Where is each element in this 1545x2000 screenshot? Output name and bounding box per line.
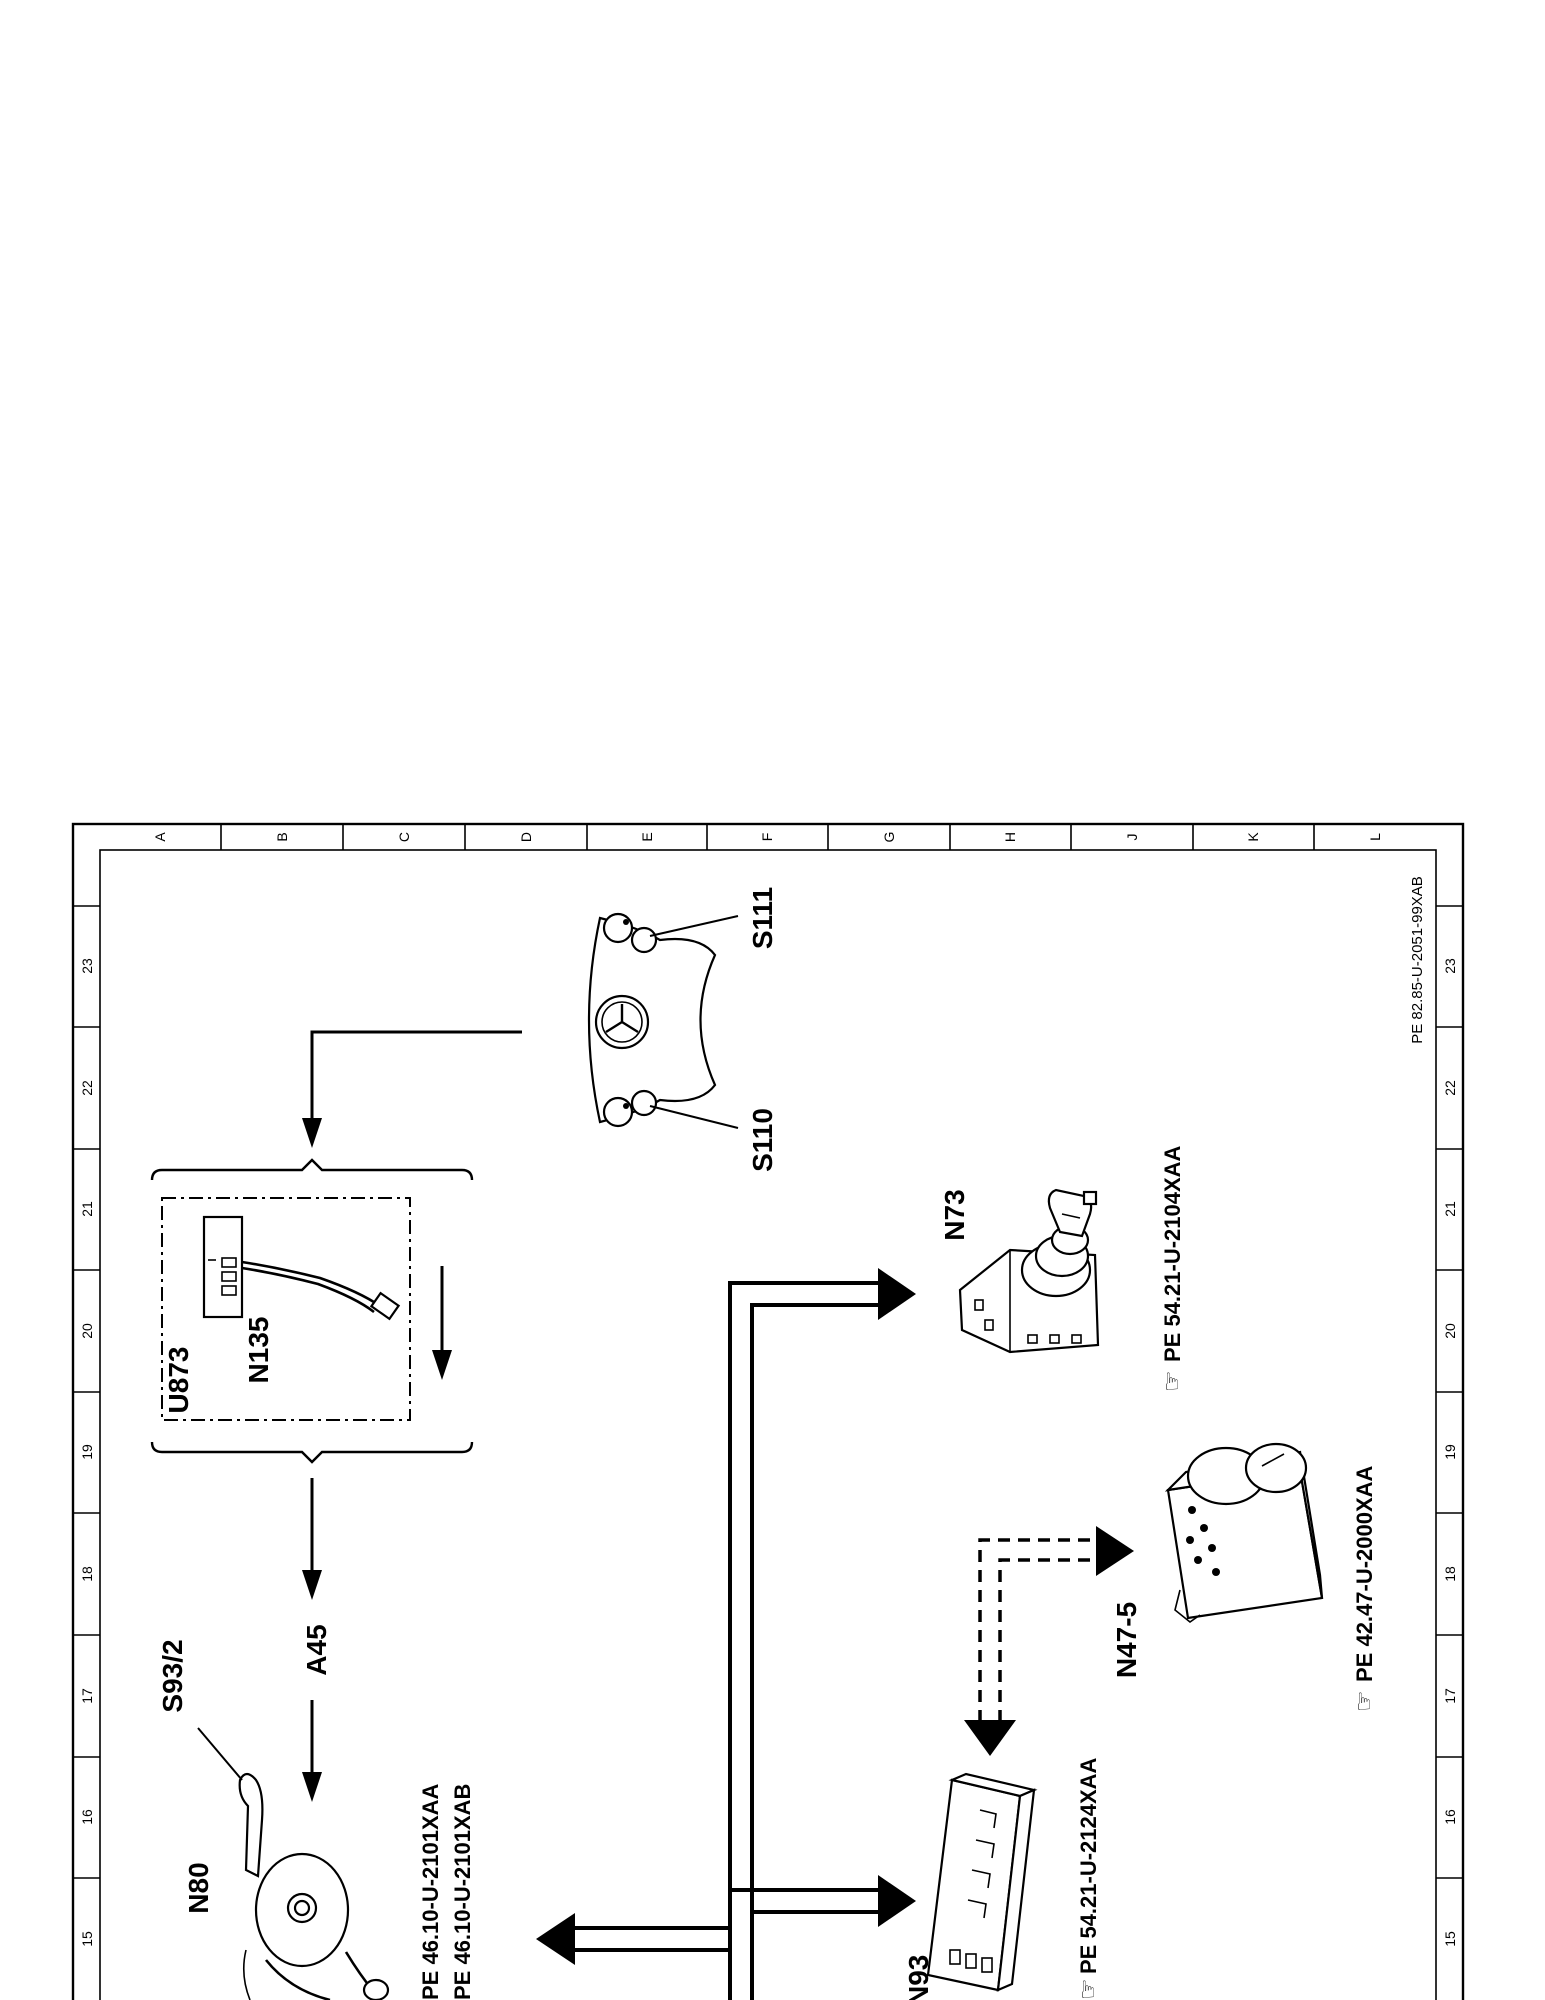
pointing-hand-icon: ☞ bbox=[1159, 1370, 1186, 1392]
label-n80: N80 bbox=[183, 1862, 214, 1913]
arrow-to-n80 bbox=[536, 1913, 575, 1965]
row-number-20-left: 20 bbox=[79, 1323, 95, 1339]
label-n73: N73 bbox=[939, 1189, 970, 1240]
steering-wheel-pad bbox=[587, 912, 739, 1129]
s110-button bbox=[602, 1096, 634, 1128]
arrow-u873-to-a45 bbox=[302, 1478, 322, 1600]
drawing-number: PE 82.85-U-2051-99XAB bbox=[1409, 876, 1426, 1044]
row-number-22-right: 22 bbox=[1442, 1080, 1458, 1096]
arrow-to-n73 bbox=[878, 1268, 916, 1320]
dashed-connection bbox=[964, 1526, 1134, 1756]
row-number-18-right: 18 bbox=[1442, 1566, 1458, 1582]
row-number-16-left: 16 bbox=[79, 1809, 95, 1825]
label-s93-2: S93/2 bbox=[157, 1639, 188, 1712]
row-number-15-right: 15 bbox=[1442, 1931, 1458, 1947]
pointing-hand-icon: ☞ bbox=[1351, 1690, 1378, 1712]
row-number-16-right: 16 bbox=[1442, 1809, 1458, 1825]
s111-button bbox=[602, 912, 634, 944]
label-n93: N93 bbox=[903, 1955, 934, 2000]
ref-n73: PE 54.21-U-2104XAA bbox=[1160, 1145, 1185, 1362]
row-number-21-left: 21 bbox=[79, 1201, 95, 1217]
n47-5-reference: ☞ PE 42.47-U-2000XAA bbox=[1351, 1465, 1378, 1712]
row-number-17-left: 17 bbox=[79, 1688, 95, 1704]
row-number-22-left: 22 bbox=[79, 1080, 95, 1096]
u873-group bbox=[150, 1158, 474, 1464]
drawing-frame: A B C D E F G H J K L 23 22 21 20 19 18 … bbox=[71, 822, 1465, 2000]
pointing-hand-icon: ☞ bbox=[1075, 1978, 1102, 2000]
ref-n80-1: PE 46.10-U-2101XAA bbox=[418, 1783, 443, 2000]
n47-5-esp-unit bbox=[1164, 1442, 1324, 1623]
row-numbers-right: 23 22 21 20 19 18 17 16 15 bbox=[1442, 958, 1458, 1947]
column-letter-h: H bbox=[1002, 832, 1018, 842]
n73-ignition-switch bbox=[958, 1188, 1100, 1354]
arrow-to-n93 bbox=[964, 1720, 1016, 1756]
label-a45: A45 bbox=[301, 1624, 332, 1675]
ref-n93: PE 54.21-U-2124XAA bbox=[1076, 1757, 1101, 1974]
row-number-19-right: 19 bbox=[1442, 1444, 1458, 1460]
column-letter-d: D bbox=[518, 832, 534, 842]
label-n47-5: N47-5 bbox=[1111, 1602, 1142, 1678]
arrow-wheel-to-u873 bbox=[302, 1030, 522, 1148]
column-letter-k: K bbox=[1245, 832, 1261, 842]
column-letter-f: F bbox=[759, 833, 775, 842]
row-number-19-left: 19 bbox=[79, 1444, 95, 1460]
n80-steering-column-module bbox=[238, 1772, 390, 2000]
row-number-21-right: 21 bbox=[1442, 1201, 1458, 1217]
n93-reference: ☞ PE 54.21-U-2124XAA bbox=[1075, 1757, 1102, 2000]
label-s111: S111 bbox=[747, 887, 778, 949]
n73-reference: ☞ PE 54.21-U-2104XAA bbox=[1159, 1145, 1186, 1392]
row-number-23-right: 23 bbox=[1442, 958, 1458, 974]
row-number-17-right: 17 bbox=[1442, 1688, 1458, 1704]
column-letter-j: J bbox=[1124, 834, 1140, 841]
can-bus-rails bbox=[536, 1268, 916, 2000]
ref-n80-2: PE 46.10-U-2101XAB bbox=[450, 1784, 475, 2000]
column-dividers bbox=[220, 824, 1315, 850]
row-number-15-left: 15 bbox=[79, 1931, 95, 1947]
row-dividers bbox=[73, 905, 1463, 1879]
arrow-to-n93 bbox=[878, 1875, 916, 1927]
row-number-18-left: 18 bbox=[79, 1566, 95, 1582]
n135-module bbox=[202, 1215, 401, 1321]
column-letters: A B C D E F G H J K L bbox=[152, 832, 1383, 843]
label-u873: U873 bbox=[163, 1347, 194, 1414]
row-numbers-left: 23 22 21 20 19 18 17 16 15 bbox=[79, 958, 95, 1947]
column-letter-a: A bbox=[152, 832, 168, 842]
label-s110: S110 bbox=[747, 1108, 778, 1172]
arrow-to-n47-5 bbox=[1096, 1526, 1134, 1576]
arrow-a45-to-n80 bbox=[302, 1700, 322, 1802]
column-letter-e: E bbox=[639, 832, 655, 841]
n93-central-gateway bbox=[926, 1772, 1038, 1992]
column-letter-c: C bbox=[396, 832, 412, 842]
column-letter-b: B bbox=[274, 832, 290, 841]
row-number-20-right: 20 bbox=[1442, 1323, 1458, 1339]
column-letter-l: L bbox=[1367, 833, 1383, 841]
column-letter-g: G bbox=[881, 832, 897, 843]
ref-n47-5: PE 42.47-U-2000XAA bbox=[1352, 1465, 1377, 1682]
label-n135: N135 bbox=[243, 1317, 274, 1384]
row-number-23-left: 23 bbox=[79, 958, 95, 974]
